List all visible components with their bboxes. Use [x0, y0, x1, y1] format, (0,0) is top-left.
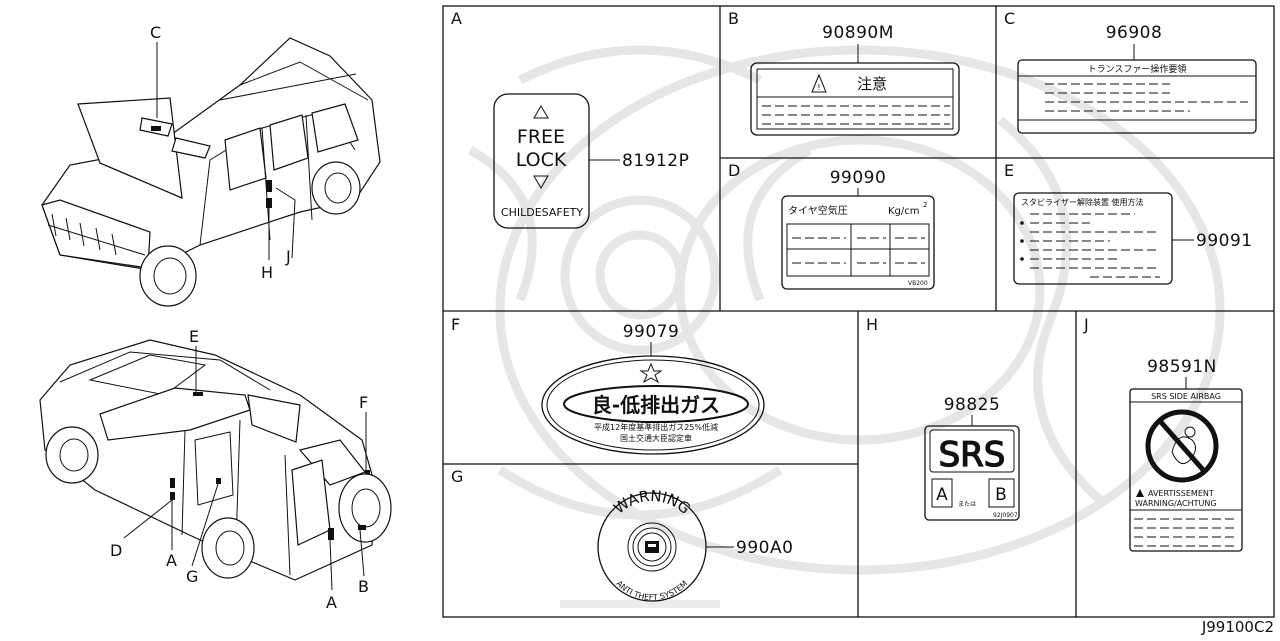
callout-d: D — [110, 541, 122, 560]
panel-letter-a: A — [451, 9, 462, 28]
srs-box-a: A — [936, 485, 948, 505]
srs-text: SRS — [939, 435, 1006, 475]
free-label: FREE — [517, 126, 565, 148]
panel-letter-b: B — [728, 9, 739, 28]
panel-letter-d: D — [728, 161, 740, 180]
panel-letter-f: F — [451, 315, 460, 334]
avertissement-text: AVERTISSEMENT — [1148, 489, 1214, 498]
part-number-b: 90890M — [822, 23, 894, 43]
side-airbag-header: SRS SIDE AIRBAG — [1151, 392, 1221, 401]
tire-pressure-header: タイヤ空気圧 — [788, 204, 848, 217]
callout-c: C — [150, 23, 161, 42]
svg-text:ANTI THEFT SYSTEM: ANTI THEFT SYSTEM — [615, 579, 690, 602]
panel-e: E スタビライザー解除装置 使用方法 99091 — [1004, 161, 1253, 285]
or-text: または — [958, 501, 976, 508]
panel-letter-c: C — [1004, 9, 1015, 28]
callout-h: H — [261, 263, 273, 282]
part-number-j: 98591N — [1147, 357, 1217, 377]
transfer-header: トランスファー操作要領 — [1088, 63, 1187, 75]
label-code-d: VB200 — [908, 280, 928, 287]
part-number-e: 99091 — [1196, 231, 1253, 251]
panel-b: B 90890M ! 注意 — [728, 9, 960, 136]
lock-label: LOCK — [516, 149, 567, 171]
panel-grid — [442, 5, 1275, 618]
callout-g: G — [186, 567, 198, 586]
warning-achtung-text: WARNING/ACHTUNG — [1135, 499, 1217, 508]
panel-j: J 98591N SRS SIDE AIRBAG AVERTISSEMENT W… — [1083, 315, 1243, 552]
callout-b: B — [358, 577, 369, 596]
part-number-f: 99079 — [623, 322, 680, 342]
ministry-cert-text: 国土交通大臣認定車 — [620, 433, 692, 443]
part-number-c: 96908 — [1106, 23, 1163, 43]
childsafety-label: CHILDESAFETY — [501, 206, 583, 219]
part-number-h: 98825 — [944, 395, 1001, 415]
panel-c: C 96908 トランスファー操作要領 — [1004, 9, 1257, 134]
pressure-unit: Kg/cm — [888, 206, 920, 217]
low-emission-text: 良-低排出ガス — [592, 393, 720, 417]
watermark-emblem — [467, 45, 1225, 608]
part-number-d: 99090 — [830, 168, 887, 188]
diagram-code: J99100C2 — [1201, 618, 1274, 636]
srs-box-b: B — [995, 485, 1007, 505]
part-number-g: 990A0 — [736, 538, 793, 558]
callout-a-rear: A — [326, 593, 337, 612]
panel-letter-e: E — [1004, 161, 1014, 180]
caution-header: 注意 — [857, 75, 887, 93]
panel-f: F 99079 良-低排出ガス 平成12年度基準排出ガス25%低減 国土交通大臣… — [451, 315, 765, 455]
pressure-unit-exp: 2 — [923, 201, 927, 209]
panel-letter-j: J — [1083, 315, 1089, 334]
panel-d: D 99090 タイヤ空気圧 Kg/cm 2 VB200 — [728, 161, 935, 290]
car-rear-view: E F D A G A B — [39, 327, 392, 612]
panel-letter-g: G — [451, 467, 463, 486]
panel-a: A FREE LOCK CHILDESAFETY 81912P — [451, 9, 689, 229]
emission-standard-text: 平成12年度基準排出ガス25%低減 — [594, 422, 718, 432]
callout-f: F — [359, 393, 368, 412]
anti-theft-ring-text: ANTI THEFT SYSTEM — [615, 579, 690, 602]
callout-a: A — [166, 551, 177, 570]
label-code-h: 92J0907 — [993, 512, 1018, 519]
part-number-a: 81912P — [622, 151, 689, 171]
panel-h: H 98825 SRS A B または 92J0907 — [866, 315, 1020, 521]
car-front-view: C H J — [41, 23, 381, 307]
callout-j: J — [285, 247, 291, 266]
panel-letter-h: H — [866, 315, 878, 334]
callout-e: E — [189, 327, 199, 346]
stabilizer-header: スタビライザー解除装置 使用方法 — [1021, 197, 1144, 207]
svg-text:!: ! — [817, 83, 820, 92]
